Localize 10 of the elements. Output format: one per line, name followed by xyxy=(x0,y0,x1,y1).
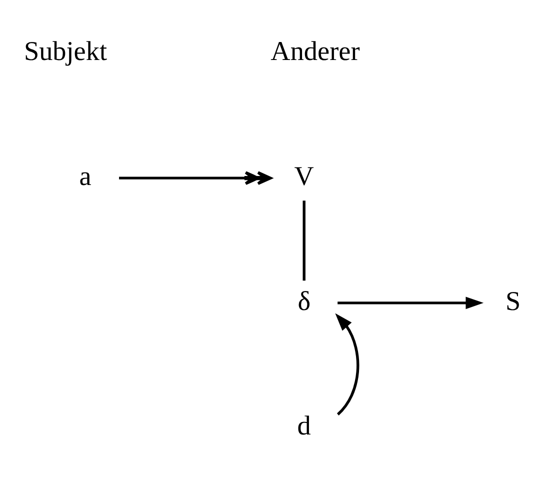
node-text: a xyxy=(79,160,92,190)
arrow xyxy=(338,296,484,309)
node-text: δ xyxy=(298,285,311,316)
label: Subjekt xyxy=(24,36,108,66)
arrow xyxy=(335,312,360,415)
node-text: d xyxy=(297,410,311,440)
label: Anderer xyxy=(270,36,360,66)
connector xyxy=(302,200,306,280)
node-text: V xyxy=(294,160,314,190)
node-text: S xyxy=(505,285,521,316)
